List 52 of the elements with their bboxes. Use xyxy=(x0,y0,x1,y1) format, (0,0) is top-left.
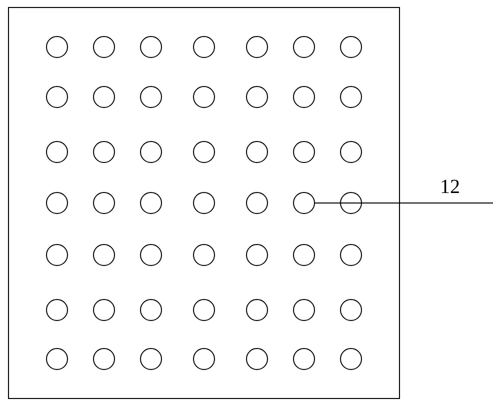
hole-circle xyxy=(193,141,215,163)
frame-box xyxy=(8,7,400,399)
hole-circle xyxy=(140,348,162,370)
hole-circle xyxy=(46,348,68,370)
hole-circle xyxy=(140,192,162,214)
hole-circle xyxy=(46,86,68,108)
callout-number: 12 xyxy=(432,176,493,203)
hole-circle xyxy=(246,348,268,370)
hole-circle xyxy=(193,36,215,58)
hole-circle xyxy=(340,86,362,108)
hole-circle xyxy=(140,299,162,321)
hole-circle xyxy=(293,86,315,108)
hole-circle xyxy=(246,141,268,163)
hole-circle xyxy=(340,36,362,58)
hole-circle xyxy=(293,36,315,58)
hole-circle xyxy=(193,86,215,108)
hole-circle xyxy=(340,348,362,370)
hole-circle xyxy=(93,348,115,370)
hole-circle xyxy=(46,244,68,266)
hole-circle xyxy=(293,299,315,321)
hole-circle xyxy=(93,36,115,58)
hole-circle xyxy=(46,141,68,163)
hole-circle xyxy=(246,36,268,58)
hole-circle xyxy=(340,192,362,214)
hole-circle xyxy=(246,86,268,108)
hole-circle xyxy=(340,141,362,163)
hole-circle xyxy=(293,192,315,214)
hole-circle xyxy=(140,36,162,58)
hole-circle xyxy=(46,299,68,321)
hole-circle xyxy=(93,192,115,214)
hole-circle xyxy=(46,192,68,214)
hole-circle xyxy=(193,299,215,321)
hole-circle xyxy=(140,141,162,163)
hole-circle xyxy=(140,86,162,108)
hole-circle xyxy=(193,192,215,214)
hole-circle xyxy=(193,244,215,266)
hole-circle xyxy=(293,348,315,370)
hole-circle xyxy=(93,244,115,266)
hole-circle xyxy=(93,141,115,163)
hole-circle xyxy=(293,244,315,266)
hole-circle xyxy=(140,244,162,266)
hole-circle xyxy=(340,244,362,266)
hole-circle xyxy=(246,244,268,266)
hole-circle xyxy=(340,299,362,321)
hole-circle xyxy=(293,141,315,163)
hole-circle xyxy=(246,192,268,214)
hole-circle xyxy=(93,299,115,321)
hole-circle xyxy=(246,299,268,321)
hole-circle xyxy=(193,348,215,370)
hole-circle xyxy=(93,86,115,108)
leader-line xyxy=(314,202,493,204)
hole-circle xyxy=(46,36,68,58)
